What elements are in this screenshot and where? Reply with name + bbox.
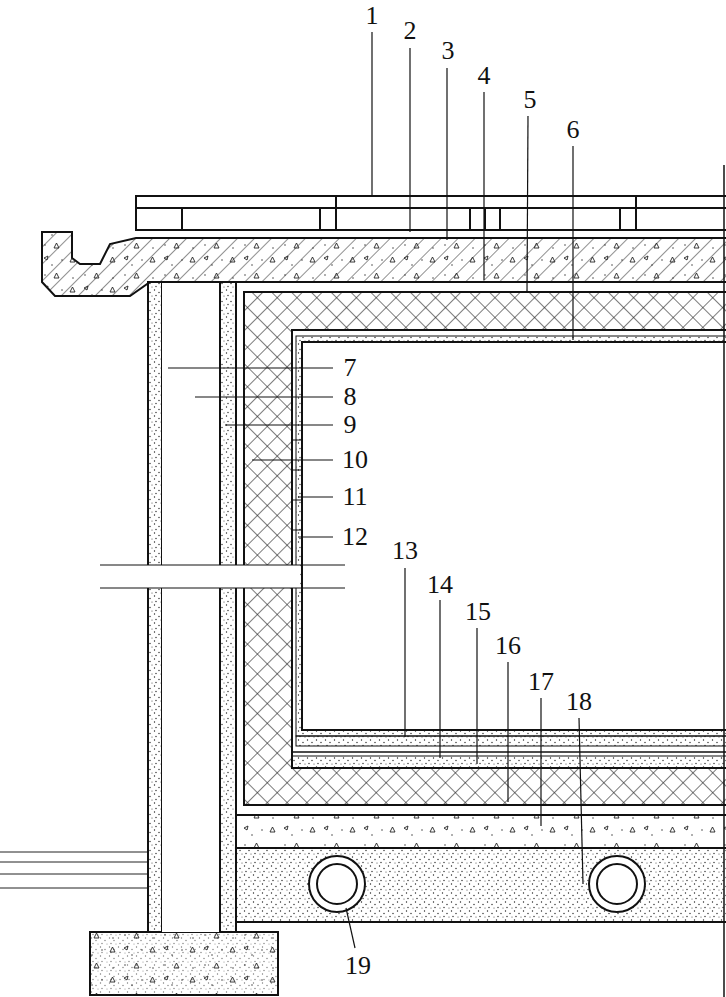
- callout-number: 2: [403, 18, 418, 44]
- callout-number: 1: [365, 3, 380, 29]
- callout-number: 14: [426, 572, 454, 598]
- callout-number: 8: [343, 384, 358, 410]
- callout-number: 6: [566, 117, 581, 143]
- callout-number: 12: [341, 524, 369, 550]
- callout-number: 15: [464, 599, 492, 625]
- callout-number: 16: [494, 633, 522, 659]
- callout-number: 7: [343, 355, 358, 381]
- callout-number: 9: [343, 412, 358, 438]
- callout-number: 11: [341, 484, 368, 510]
- callout-number: 10: [341, 447, 369, 473]
- callout-number: 4: [477, 63, 492, 89]
- callout-number: 5: [523, 87, 538, 113]
- callout-number: 3: [441, 38, 456, 64]
- callout-number: 13: [391, 538, 419, 564]
- callout-number: 17: [527, 669, 555, 695]
- callout-number: 19: [344, 953, 372, 979]
- callout-number: 18: [565, 689, 593, 715]
